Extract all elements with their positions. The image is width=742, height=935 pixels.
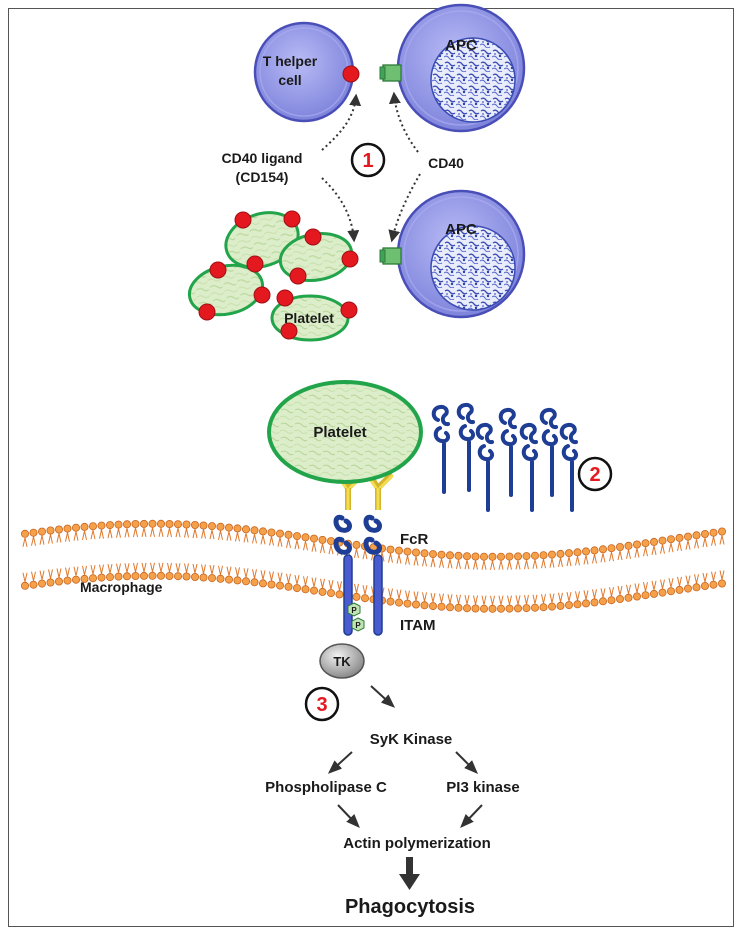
step-3-marker: 3 xyxy=(304,686,340,722)
cd40-ligand-dot xyxy=(342,65,360,83)
cd154-label: (CD154) xyxy=(236,169,289,185)
figure-frame xyxy=(8,8,734,927)
apc-cell-top xyxy=(379,3,526,133)
cd40-receptor-tip xyxy=(379,66,386,80)
phagocytosis-label: Phagocytosis xyxy=(345,896,475,918)
pi3-kinase-label: PI3 kinase xyxy=(446,779,519,796)
arrow-tk-to-syk xyxy=(370,685,396,708)
cd40-receptor xyxy=(382,64,402,82)
platelet-small-label: Platelet xyxy=(284,310,334,326)
step-1-number: 1 xyxy=(362,150,373,172)
arrow-ligand-to-platelet xyxy=(321,177,360,243)
phospholipase-c-label: Phospholipase C xyxy=(265,779,387,796)
cd40-ligand-label: CD40 ligand xyxy=(222,150,303,166)
syk-kinase-label: SyK Kinase xyxy=(370,731,453,748)
itam-label: ITAM xyxy=(400,617,436,634)
apc-bottom-label: APC xyxy=(445,221,477,238)
step-2-number: 2 xyxy=(589,464,600,486)
actin-polymerization-label: Actin polymerization xyxy=(343,835,491,852)
apc-nucleus xyxy=(430,37,516,123)
platelet-large xyxy=(267,380,423,484)
arrow-syk-to-pi3k xyxy=(455,751,478,774)
fcr-label: FcR xyxy=(400,531,429,548)
step-3-number: 3 xyxy=(316,694,327,716)
t-helper-cell xyxy=(253,21,360,123)
arrow-plc-to-actin xyxy=(337,804,360,829)
fcr-receptor-right xyxy=(363,473,394,636)
arrow-pi3k-to-actin xyxy=(460,804,483,829)
t-helper-label-1: T helper xyxy=(263,53,318,69)
platelet-cluster xyxy=(187,210,359,342)
t-helper-label-2: cell xyxy=(278,72,301,88)
phosphate-label-2: P xyxy=(355,621,361,630)
platelet-large-label: Platelet xyxy=(313,424,366,441)
macrophage-label: Macrophage xyxy=(80,579,163,595)
arrow-actin-to-phagocytosis xyxy=(399,857,420,890)
phosphate-label-1: P xyxy=(351,606,357,615)
arrow-syk-to-plc xyxy=(327,751,353,774)
tk-label: TK xyxy=(333,654,351,669)
arrow-cd40-to-apc-top xyxy=(388,91,419,153)
apc-top-label: APC xyxy=(445,37,477,54)
tk-enzyme xyxy=(319,643,365,679)
apc-cell-bottom xyxy=(379,189,526,319)
phosphate-groups xyxy=(347,602,365,632)
free-antibodies xyxy=(431,402,579,512)
cd40-label: CD40 xyxy=(428,155,464,171)
step-1-marker: 1 xyxy=(350,142,386,178)
step-2-marker: 2 xyxy=(577,456,613,492)
arrow-cd40-to-apc-bottom xyxy=(388,173,421,243)
